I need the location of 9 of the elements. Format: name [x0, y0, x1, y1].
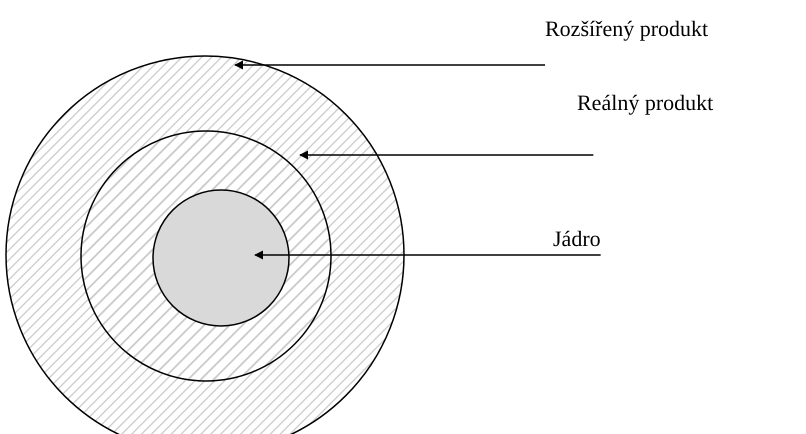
leader-arrow	[299, 150, 594, 160]
leader-arrow	[254, 250, 601, 260]
label-text: Rozšířený produkt	[545, 16, 708, 42]
inner-core-circle	[152, 189, 290, 327]
label-text: Jádro	[553, 226, 601, 252]
middle-ring	[80, 130, 332, 382]
leader-arrow	[234, 60, 545, 70]
outer-ring	[5, 55, 405, 434]
label-text: Reálný produkt	[577, 90, 714, 116]
